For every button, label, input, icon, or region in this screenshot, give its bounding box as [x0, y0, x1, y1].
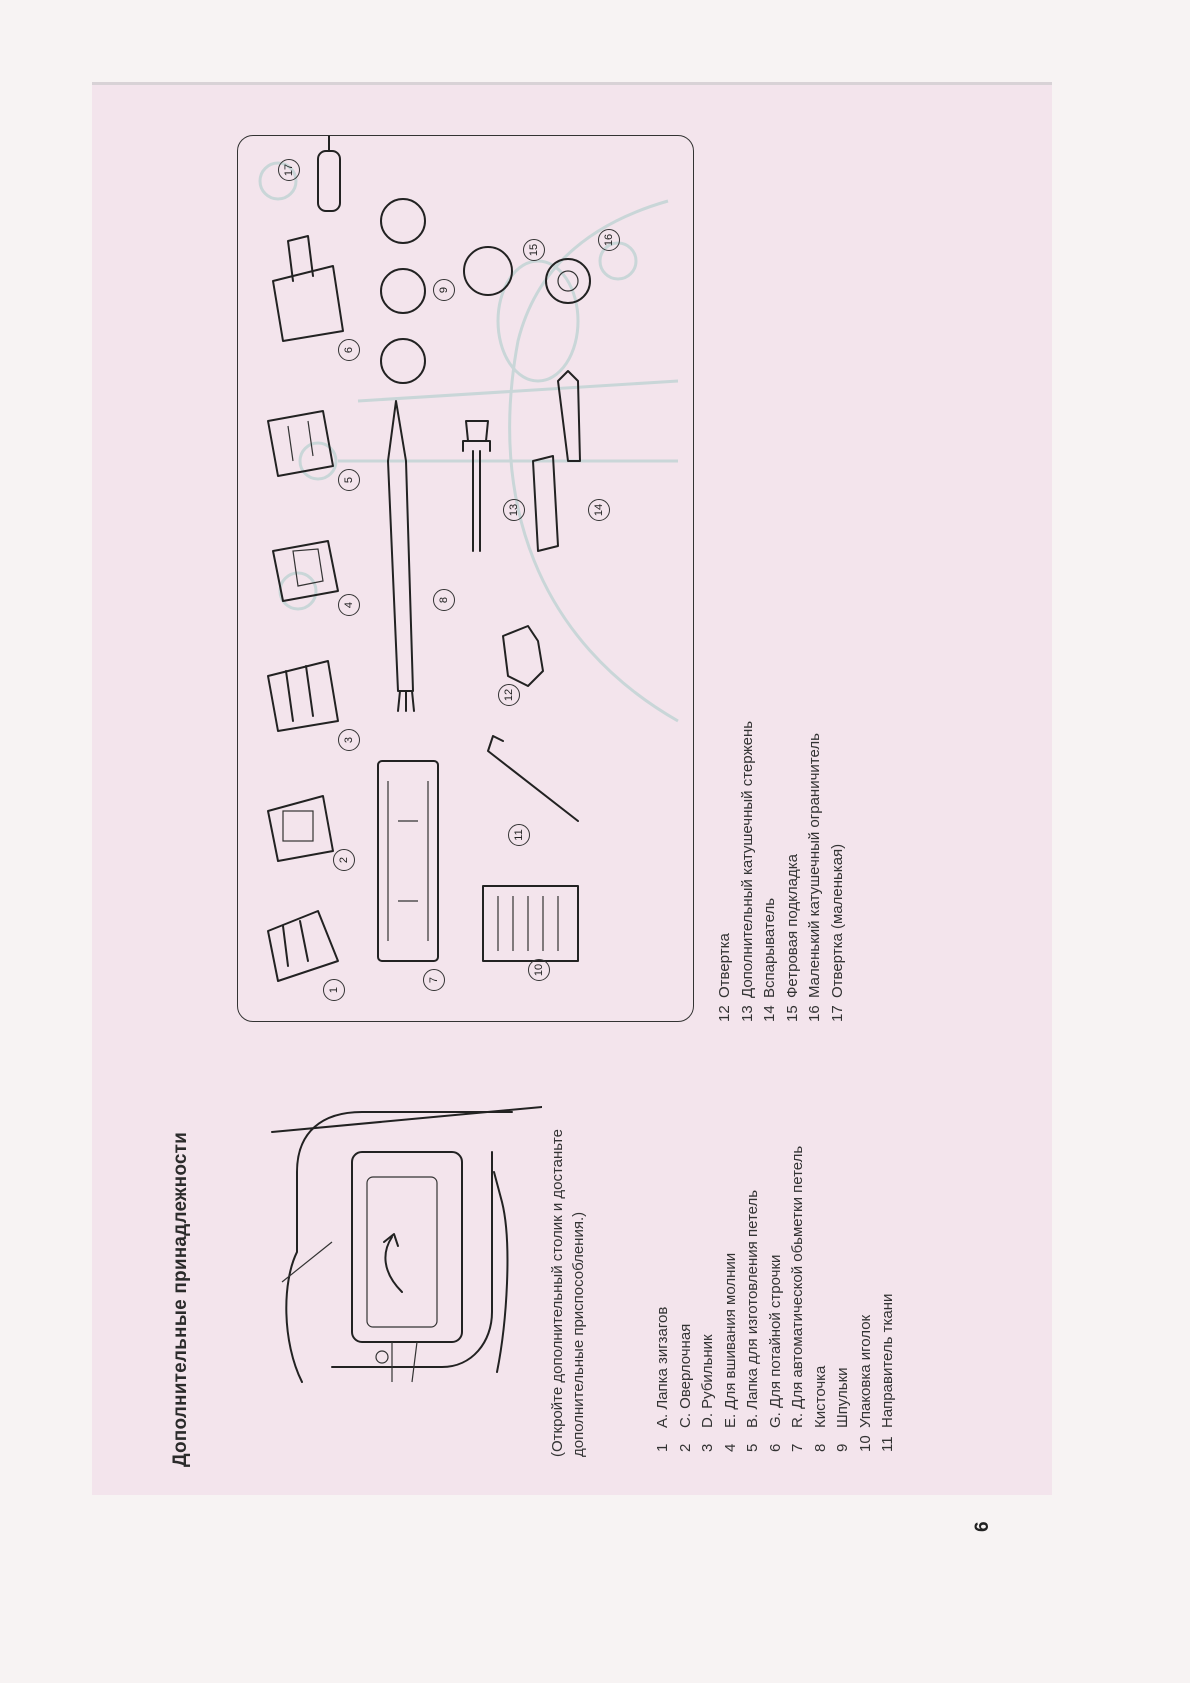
presser-foot-3-icon	[267, 660, 339, 732]
list-item: 6G. Для потайной строчки	[766, 1254, 784, 1452]
list-item: 15Фетровая подкладка	[783, 854, 801, 1022]
spool-pin-13-icon	[462, 420, 491, 552]
fabric-guide-11-icon	[487, 735, 579, 822]
list-item: 11Направитель ткани	[879, 1293, 896, 1452]
presser-foot-2-icon	[267, 795, 334, 862]
badge-4: 4	[338, 594, 360, 616]
badge-16: 16	[598, 229, 620, 251]
badge-5: 5	[338, 469, 360, 491]
buttonhole-foot-7-icon	[377, 760, 439, 962]
badge-10: 10	[528, 959, 550, 981]
presser-foot-5-icon	[267, 410, 334, 477]
page-title: Дополнительные принадлежности	[170, 1131, 191, 1467]
badge-9: 9	[433, 279, 455, 301]
small-screwdriver-17-icon	[317, 136, 341, 212]
list-item: 5B. Лапка для изготовления петель	[744, 1189, 761, 1452]
badge-6: 6	[338, 339, 360, 361]
document-page	[92, 82, 1052, 1495]
list-item: 1A. Лапка зигзагов	[654, 1306, 671, 1452]
list-item: 10Упаковка иголок	[856, 1314, 874, 1452]
list-item: 3D. Рубильник	[699, 1334, 716, 1452]
page-number: 6	[972, 1521, 993, 1532]
badge-3: 3	[338, 729, 360, 751]
list-item: 9Шпульки	[834, 1367, 851, 1452]
badge-15: 15	[523, 239, 545, 261]
accessory-list-left: 1A. Лапка зигзагов 2C. Оверлочная 3D. Ру…	[652, 1146, 900, 1452]
list-item: 8Кисточка	[811, 1365, 829, 1452]
screwdriver-12-icon	[502, 625, 544, 687]
badge-8: 8	[433, 589, 455, 611]
list-item: 7R. Для автоматической обьметки петель	[789, 1145, 806, 1452]
accessory-list-right: 12Отвертка 13Дополнительный катушечный с…	[714, 721, 849, 1022]
list-item: 16Маленький катушечный ограничитель	[806, 733, 823, 1022]
accessories-drawings	[258, 136, 679, 982]
spool-cap-16-icon	[545, 258, 591, 304]
seam-ripper-14-icon	[532, 370, 581, 552]
needle-pack-10-icon	[482, 885, 579, 962]
badge-7: 7	[423, 969, 445, 991]
list-item: 13Дополнительный катушечный стержень	[738, 720, 756, 1022]
badge-14: 14	[588, 499, 610, 521]
bobbins-9-icon	[380, 198, 426, 384]
list-item: 14Вспарыватель	[761, 897, 778, 1022]
badge-11: 11	[508, 824, 530, 846]
presser-foot-6-icon	[272, 235, 344, 342]
badge-17: 17	[278, 159, 300, 181]
list-item: 4E. Для вшивания молнии	[721, 1252, 739, 1452]
list-item: 12Отвертка	[716, 933, 733, 1022]
badge-13: 13	[503, 499, 525, 521]
presser-foot-1-icon	[267, 910, 339, 982]
accessories-diagram-frame: 1 2 3 4 5 6 7 8 9 10 11 12 13 14 15 16 1…	[237, 135, 694, 1022]
instruction-caption: (Откройте дополнительный столик и достан…	[549, 1129, 587, 1457]
rotated-page-content: Дополнительные принадлежности (Откройте …	[92, 82, 1052, 1532]
badge-2: 2	[333, 849, 355, 871]
badge-1: 1	[323, 979, 345, 1001]
presser-foot-4-icon	[272, 540, 339, 602]
machine-accessory-table-illustration	[271, 1106, 542, 1383]
list-item: 17Отвертка (маленькая)	[828, 843, 846, 1022]
list-item: 2C. Оверлочная	[676, 1323, 694, 1452]
felt-pad-15-icon	[463, 246, 513, 296]
brush-8-icon	[387, 400, 415, 712]
badge-12: 12	[498, 684, 520, 706]
